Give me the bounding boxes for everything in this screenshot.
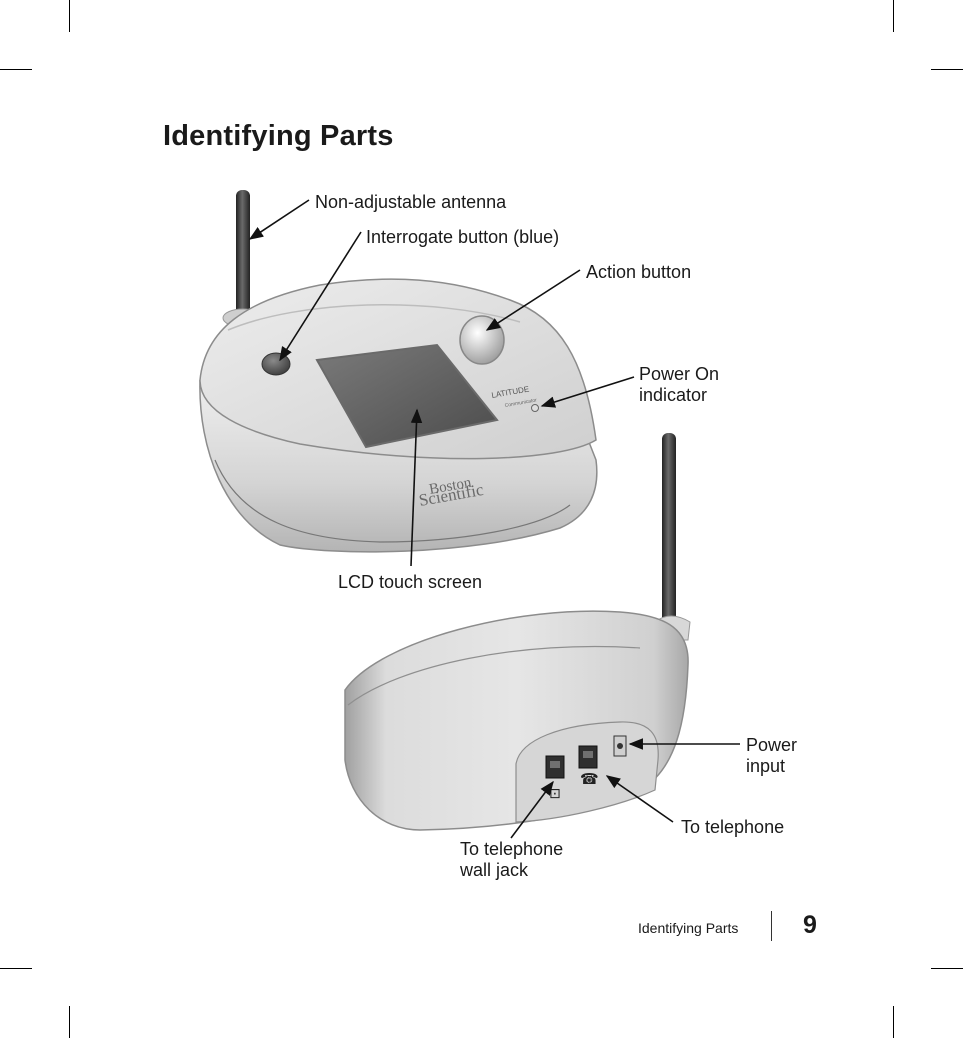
model-subtitle: Communicator	[504, 397, 537, 409]
power-on-leader	[540, 376, 635, 408]
callout-power-on-2: indicator	[639, 385, 707, 405]
rear-antenna	[662, 433, 676, 623]
callout-power-on-1: Power On	[639, 364, 719, 384]
wall-jack-icon: ⊡	[549, 785, 561, 801]
lcd-leader	[410, 408, 423, 567]
page-title: Identifying Parts	[163, 120, 394, 152]
crop-mark	[69, 0, 70, 32]
footer-divider	[771, 911, 772, 941]
callout-antenna: Non-adjustable antenna	[315, 192, 507, 212]
callout-action: Action button	[586, 262, 691, 282]
callout-wall-jack-1: To telephone	[460, 839, 563, 859]
crop-mark	[69, 1006, 70, 1038]
callout-lcd: LCD touch screen	[338, 572, 482, 592]
callout-wall-jack-2: wall jack	[459, 860, 529, 880]
crop-mark	[931, 69, 963, 70]
interrogate-leader	[279, 231, 362, 362]
telephone-leader	[605, 775, 674, 823]
crop-mark	[893, 0, 894, 32]
crop-mark	[0, 968, 32, 969]
callout-power-input-2: input	[746, 756, 785, 776]
callout-power-input-1: Power	[746, 735, 797, 755]
wall-jack-leader	[510, 780, 554, 839]
callout-interrogate: Interrogate button (blue)	[366, 227, 559, 247]
power-on-indicator	[531, 404, 539, 412]
action-leader	[485, 269, 581, 331]
brand-line-1: Boston	[428, 475, 473, 498]
antenna-leader	[248, 199, 310, 240]
callout-telephone: To telephone	[681, 817, 784, 837]
lcd-touch-screen	[315, 343, 499, 449]
crop-mark	[931, 968, 963, 969]
interrogate-button	[261, 352, 291, 376]
footer-section-label: Identifying Parts	[638, 920, 739, 936]
crop-mark	[0, 69, 32, 70]
crop-mark	[893, 1006, 894, 1038]
antenna	[236, 190, 250, 318]
telephone-icon: ☎	[580, 771, 599, 788]
communicator-rear-view: ⊡ ☎	[344, 433, 691, 831]
page-number: 9	[803, 911, 817, 939]
communicator-front-view: LATITUDE Communicator Boston Scientific	[199, 190, 598, 553]
